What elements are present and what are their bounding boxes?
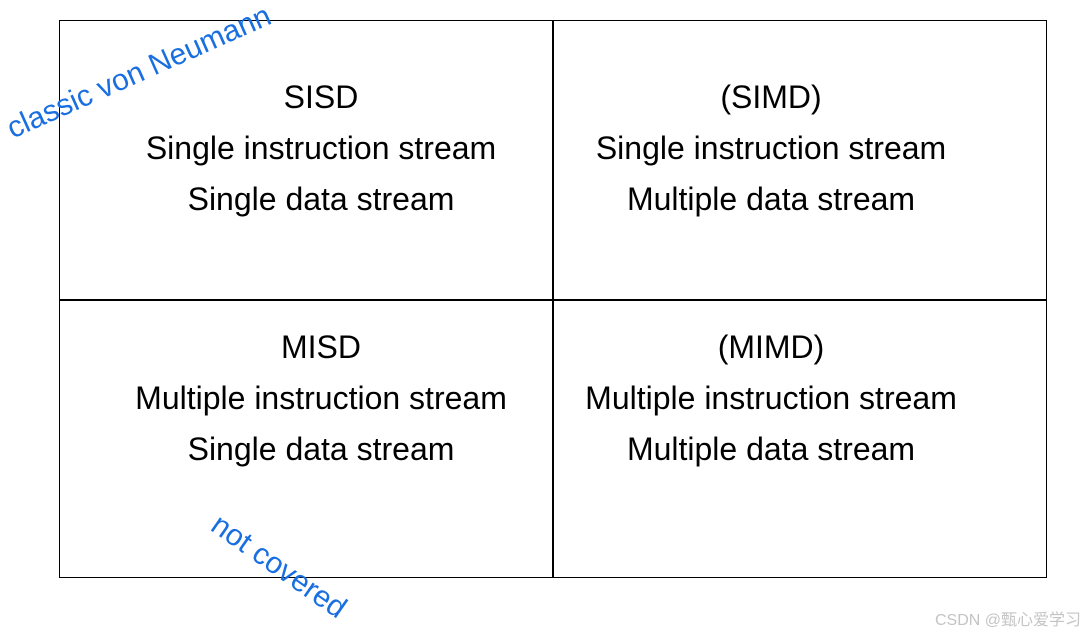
quadrant-data-line: Single data stream xyxy=(187,431,455,467)
quadrant-sisd: SISD Single instruction stream Single da… xyxy=(59,72,583,225)
quadrant-title: SISD xyxy=(283,79,359,115)
grid-horizontal-divider xyxy=(59,299,1047,301)
quadrant-mimd: (MIMD) Multiple instruction stream Multi… xyxy=(520,322,1022,475)
quadrant-title: (SIMD) xyxy=(720,79,822,115)
quadrant-data-line: Multiple data stream xyxy=(626,181,916,217)
quadrant-title: MISD xyxy=(281,329,361,365)
quadrant-simd: (SIMD) Single instruction stream Multipl… xyxy=(520,72,1022,225)
quadrant-data-line: Single data stream xyxy=(187,181,455,217)
quadrant-instruction-line: Single instruction stream xyxy=(145,130,497,166)
quadrant-instruction-line: Multiple instruction stream xyxy=(585,380,957,416)
quadrant-instruction-line: Multiple instruction stream xyxy=(135,380,507,416)
watermark: CSDN @甄心爱学习 xyxy=(934,612,1081,629)
quadrant-instruction-line: Single instruction stream xyxy=(595,130,947,166)
quadrant-title: (MIMD) xyxy=(717,329,825,365)
quadrant-misd: MISD Multiple instruction stream Single … xyxy=(59,322,583,475)
quadrant-data-line: Multiple data stream xyxy=(626,431,916,467)
